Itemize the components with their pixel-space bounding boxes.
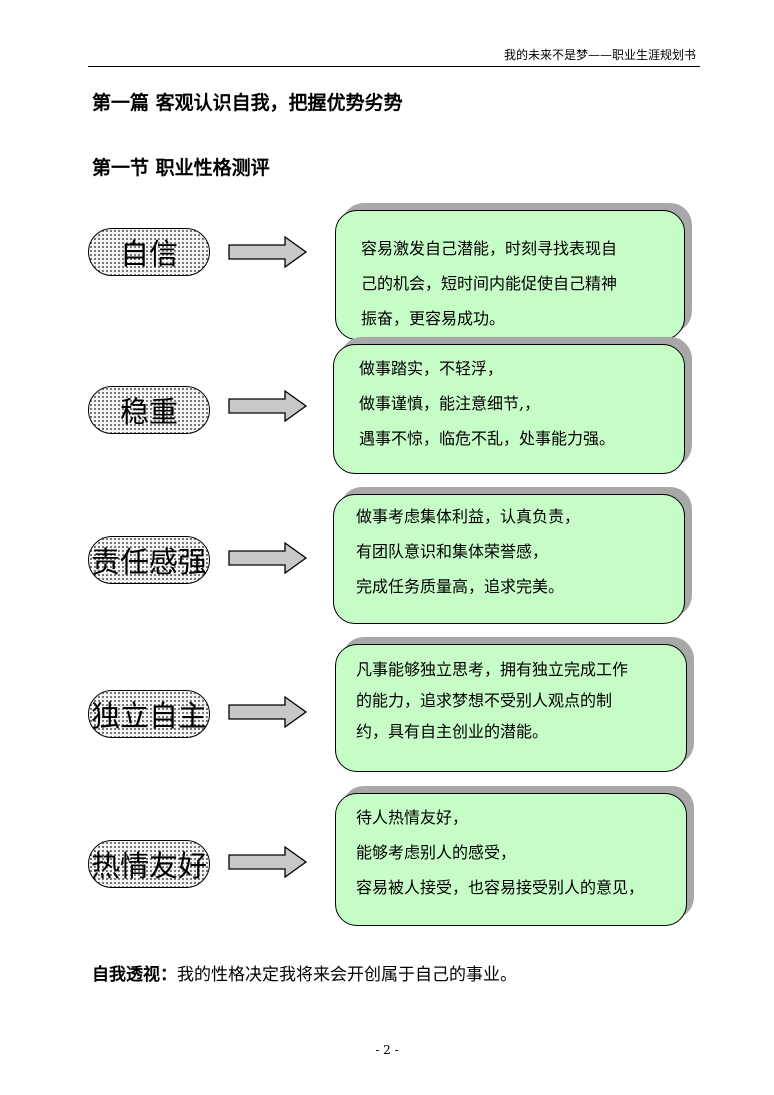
description-line: 振奋，更容易成功。 — [361, 309, 506, 328]
trait-description-steady: 做事踏实，不轻浮， 做事谨慎，能注意细节,， 遇事不惊，临危不乱，处事能力强。 — [333, 344, 685, 474]
self-perspective-summary: 自我透视：我的性格决定我将来会开创属于自己的事业。 — [92, 960, 517, 985]
description-line: 己的机会，短时间内能促使自己精神 — [361, 274, 618, 293]
trait-label-independent: 独立自主 — [88, 690, 210, 738]
chapter-title: 第一篇 客观认识自我，把握优势劣势 — [92, 92, 403, 114]
right-arrow-icon — [228, 696, 308, 728]
description-line: 做事谨慎，能注意细节,， — [359, 394, 541, 413]
right-arrow-icon — [228, 846, 308, 878]
trait-description-friendly: 待人热情友好， 能够考虑别人的感受， 容易被人接受，也容易接受别人的意见， — [335, 793, 687, 926]
description-line: 完成任务质量高，追求完美。 — [356, 577, 565, 596]
description-line: 有团队意识和集体荣誉感， — [356, 542, 549, 561]
right-arrow-icon — [228, 390, 308, 422]
description-line: 的能力，追求梦想不受别人观点的制 — [356, 691, 613, 710]
right-arrow-icon — [228, 236, 308, 268]
description-line: 约，具有自主创业的潜能。 — [356, 722, 549, 741]
summary-text: 我的性格决定我将来会开创属于自己的事业。 — [177, 965, 517, 985]
right-arrow-icon — [228, 542, 308, 574]
trait-label-friendly: 热情友好 — [88, 840, 210, 888]
description-line: 能够考虑别人的感受， — [356, 843, 517, 862]
description-line: 做事踏实，不轻浮， — [359, 359, 504, 378]
section-title: 第一节 职业性格测评 — [92, 157, 270, 179]
trait-description-confident: 容易激发自己潜能，时刻寻找表现自 己的机会，短时间内能促使自己精神 振奋，更容易… — [335, 210, 685, 340]
trait-label-steady: 稳重 — [88, 386, 210, 434]
page-number: - 2 - — [375, 1043, 399, 1057]
description-line: 容易激发自己潜能，时刻寻找表现自 — [361, 239, 618, 258]
description-line: 待人热情友好， — [356, 808, 469, 827]
description-line: 容易被人接受，也容易接受别人的意见， — [356, 878, 645, 897]
summary-label: 自我透视： — [92, 965, 177, 985]
description-line: 遇事不惊，临危不乱，处事能力强。 — [359, 429, 616, 448]
trait-description-independent: 凡事能够独立思考，拥有独立完成工作 的能力，追求梦想不受别人观点的制 约，具有自… — [335, 644, 687, 772]
trait-label-confident: 自信 — [88, 228, 210, 276]
running-header: 我的未来不是梦——职业生涯规划书 — [503, 48, 696, 62]
description-line: 凡事能够独立思考，拥有独立完成工作 — [356, 660, 629, 679]
header-divider — [88, 66, 700, 67]
trait-label-responsible: 责任感强 — [88, 536, 210, 584]
trait-description-responsible: 做事考虑集体利益，认真负责， 有团队意识和集体荣誉感， 完成任务质量高，追求完美… — [333, 494, 685, 624]
description-line: 做事考虑集体利益，认真负责， — [356, 507, 581, 526]
